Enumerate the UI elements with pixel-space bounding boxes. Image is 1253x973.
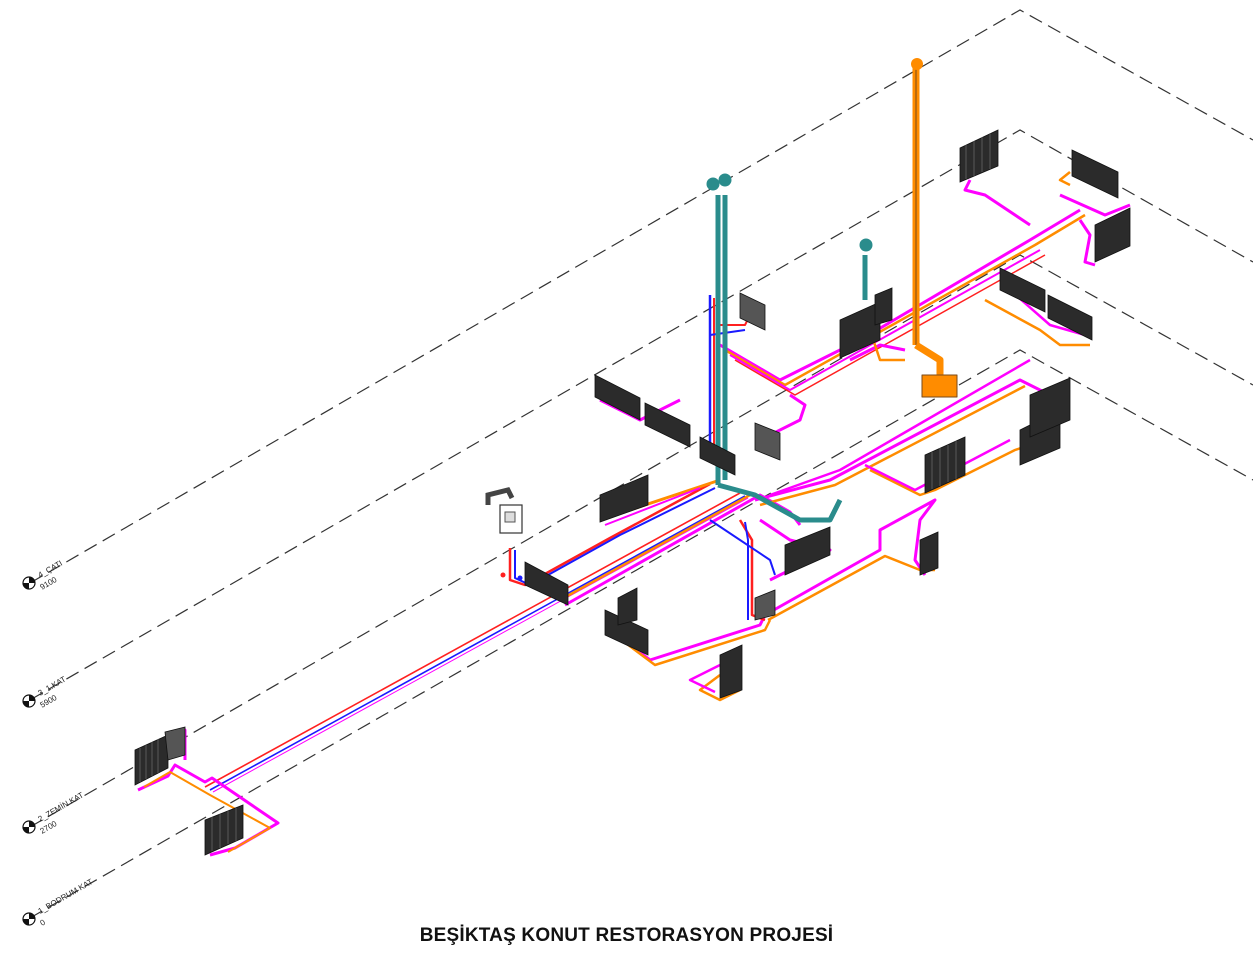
- vent-stacks: [706, 173, 873, 523]
- radiator-icon: [754, 422, 781, 461]
- level-lines: [29, 9, 1253, 919]
- radiator-fins: [139, 133, 991, 851]
- radiator-icon: [1047, 294, 1093, 341]
- radiator-icon: [604, 609, 649, 656]
- radiator-icon: [839, 301, 881, 359]
- level-line-zemin: [29, 254, 1253, 828]
- radiator-icon: [1029, 377, 1071, 438]
- level-marker-zemin: 2_ZEMİN KAT 2700: [22, 790, 86, 836]
- radiator-icon: [699, 436, 736, 476]
- radiator-icon: [644, 402, 691, 448]
- level-name: 2_ZEMİN KAT: [37, 790, 86, 823]
- level-line-bodrum: [29, 349, 1253, 919]
- radiator-icon: [739, 292, 766, 331]
- radiator-icon: [959, 129, 999, 183]
- level-marker-1kat: 3_1.KAT 5900: [22, 675, 68, 710]
- main-feed-lines: [204, 492, 749, 793]
- level-marker-icon: [22, 694, 36, 708]
- radiator-icon: [1071, 149, 1119, 199]
- level-line-1kat: [29, 129, 1253, 701]
- project-title: BEŞİKTAŞ KONUT RESTORASYON PROJESİ: [419, 925, 834, 946]
- radiators: [134, 129, 1131, 856]
- radiator-icon: [874, 287, 893, 326]
- radiator-icon: [617, 587, 638, 626]
- radiator-icon: [999, 267, 1046, 313]
- radiator-icon: [784, 526, 831, 576]
- radiator-icon: [134, 734, 169, 786]
- radiator-icon: [599, 474, 649, 523]
- flue-stack: [911, 58, 958, 398]
- radiator-icon: [919, 531, 939, 576]
- level-marker-bodrum: 1_BODRUM KAT 0: [22, 877, 95, 928]
- radiator-icon: [164, 726, 186, 761]
- radiator-icon: [754, 589, 776, 621]
- radiator-icon: [719, 644, 743, 699]
- radiator-icon: [594, 374, 641, 421]
- level-line-cati: [29, 9, 1253, 584]
- level-marker-icon: [22, 912, 36, 926]
- radiator-icon: [1094, 207, 1131, 263]
- radiator-icon: [204, 804, 244, 856]
- level-elevation: 0: [39, 917, 48, 927]
- ground-distribution: [508, 358, 1051, 702]
- level-marker-icon: [22, 820, 36, 834]
- level-marker-icon: [22, 576, 36, 590]
- level-marker-cati: 4_ÇATI 9100: [22, 559, 64, 592]
- level-name: 1_BODRUM KAT: [37, 877, 95, 916]
- radiator-icon: [524, 561, 569, 606]
- pipe-end-caps: [500, 572, 523, 581]
- radiator-icon: [924, 436, 966, 494]
- combi-boiler-icon: [485, 487, 523, 534]
